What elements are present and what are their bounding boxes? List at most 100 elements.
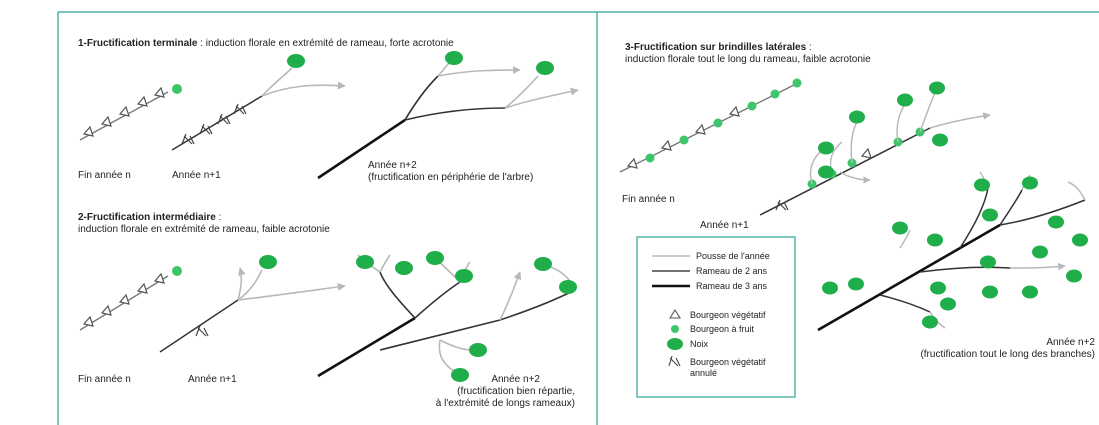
veg-bud-icon: [82, 125, 94, 137]
legend-cancelled-label-line2: annulé: [690, 368, 717, 378]
s2-young-shoot: [379, 254, 391, 273]
s1-label-n2-line2: (fructification en périphérie de l'arbre…: [368, 172, 533, 183]
nut-icon: [848, 277, 864, 291]
fruit-bud-icon: [747, 101, 757, 111]
s2-young-shoot: [439, 339, 473, 351]
nut-icon: [259, 255, 277, 269]
s2-label-n2-line1: Année n+2: [491, 374, 540, 385]
nut-icon: [940, 297, 956, 311]
nut-icon: [932, 133, 948, 147]
s3-label-n: Fin année n: [622, 194, 675, 205]
s3-stage-n: Fin année n: [619, 78, 802, 205]
s3-n-veg-buds: [626, 105, 740, 169]
s2-young-shoot: [499, 271, 522, 321]
nut-icon: [982, 208, 998, 222]
nut-icon: [451, 368, 469, 382]
nut-icon: [1048, 215, 1064, 229]
s3-young-shoot: [839, 171, 871, 184]
s2-n-veg-buds: [82, 272, 165, 327]
nut-icon: [1022, 285, 1038, 299]
s3-n2-branches: [879, 187, 1086, 313]
legend-cancelled-bud-icon: [668, 355, 681, 367]
nut-icon: [395, 261, 413, 275]
s2-n1-branch: [159, 299, 239, 353]
nut-icon: [929, 81, 945, 95]
nut-icon: [426, 251, 444, 265]
cancelled-bud-icon: [217, 113, 231, 125]
nut-icon: [927, 233, 943, 247]
nut-icon: [445, 51, 463, 65]
veg-bud-icon: [626, 157, 638, 169]
legend-nut-label: Noix: [690, 339, 709, 349]
legend-two-year-label: Rameau de 2 ans: [696, 266, 768, 276]
s3-young-shoot: [899, 229, 911, 249]
s2-n2-branch-right: [379, 319, 501, 351]
legend-veg-bud-label: Bourgeon végétatif: [690, 310, 766, 320]
legend-cancelled-label-line1: Bourgeon végétatif: [690, 357, 766, 367]
nut-icon: [1066, 269, 1082, 283]
s2-n2-branch-up: [379, 271, 416, 319]
s3-label-n2-line2: (fructification tout le long des branche…: [920, 349, 1095, 360]
veg-bud-icon: [136, 282, 148, 294]
section-3-lateral: 3-Fructification sur brindilles latérale…: [619, 42, 1095, 360]
nut-icon: [356, 255, 374, 269]
nut-icon: [818, 141, 834, 155]
s3-young-shoot: [1009, 262, 1066, 271]
nut-icon: [849, 110, 865, 124]
s3-n2-branch: [999, 199, 1086, 226]
legend-nut-icon: [667, 338, 683, 350]
s3-n2-branch: [999, 189, 1023, 226]
s2-n1-young-shoot-2: [237, 269, 263, 301]
nut-icon: [1022, 176, 1038, 190]
veg-bud-icon: [694, 123, 706, 135]
s1-label-n1: Année n+1: [172, 170, 221, 181]
s2-n1-young-shoot-3: [237, 282, 346, 301]
veg-bud-icon: [728, 105, 740, 117]
s3-n2-branch: [919, 266, 1011, 273]
s3-n1-branch: [759, 127, 931, 216]
s2-stage-n2: Année n+2 (fructification bien répartie,…: [317, 251, 577, 409]
s1-n2-branch-2: [404, 107, 506, 121]
nut-icon: [982, 285, 998, 299]
nut-icon: [455, 269, 473, 283]
s1-n2-young-shoot-2: [437, 66, 521, 77]
veg-bud-icon: [118, 293, 130, 305]
nut-icon: [974, 178, 990, 192]
s2-n2-main-branch: [317, 316, 416, 378]
veg-bud-icon: [860, 147, 872, 159]
s2-stage-n: Fin année n: [78, 266, 182, 385]
s1-n2-main-branch: [317, 118, 406, 180]
cancelled-bud-icon: [233, 103, 247, 115]
s1-n2-young-shoot-4: [504, 87, 579, 109]
nut-icon: [897, 93, 913, 107]
section-2-subtitle: induction florale en extrémité de rameau…: [78, 224, 330, 235]
section-3-title: 3-Fructification sur brindilles latérale…: [625, 42, 812, 53]
legend: Pousse de l'année Rameau de 2 ans Rameau…: [636, 236, 796, 398]
nut-icon: [818, 165, 834, 179]
s3-young-shoot: [809, 151, 821, 185]
legend-fruit-bud-icon: [671, 325, 679, 333]
fruit-bud-icon: [713, 118, 723, 128]
s3-label-n2-line1: Année n+2: [1046, 337, 1095, 348]
fruit-bud-icon: [679, 135, 689, 145]
nut-icon: [892, 221, 908, 235]
s3-young-shoot: [896, 103, 906, 143]
section-2-title: 2-Fructification intermédiaire :: [78, 212, 221, 223]
s1-stage-n: Fin année n: [78, 84, 182, 181]
section-1-title: 1-Fructification terminale : induction f…: [78, 38, 454, 49]
legend-box: [636, 236, 796, 398]
s3-n2-shoots: [899, 171, 1086, 329]
s1-label-n2-line1: Année n+2: [368, 160, 417, 171]
s1-n2-branch: [404, 75, 439, 121]
fruit-bud-icon: [792, 78, 802, 88]
s3-n-fruit-buds: [645, 78, 802, 163]
s3-label-n1: Année n+1: [700, 220, 749, 231]
s1-n1-young-shoot: [261, 67, 293, 97]
s1-stage-n2: Année n+2 (fructification en périphérie …: [317, 51, 579, 183]
veg-bud-icon: [118, 105, 130, 117]
s3-young-shoot: [850, 119, 859, 164]
cancelled-bud-icon: [775, 199, 789, 211]
s2-young-shoot: [438, 339, 456, 373]
nut-icon: [534, 257, 552, 271]
